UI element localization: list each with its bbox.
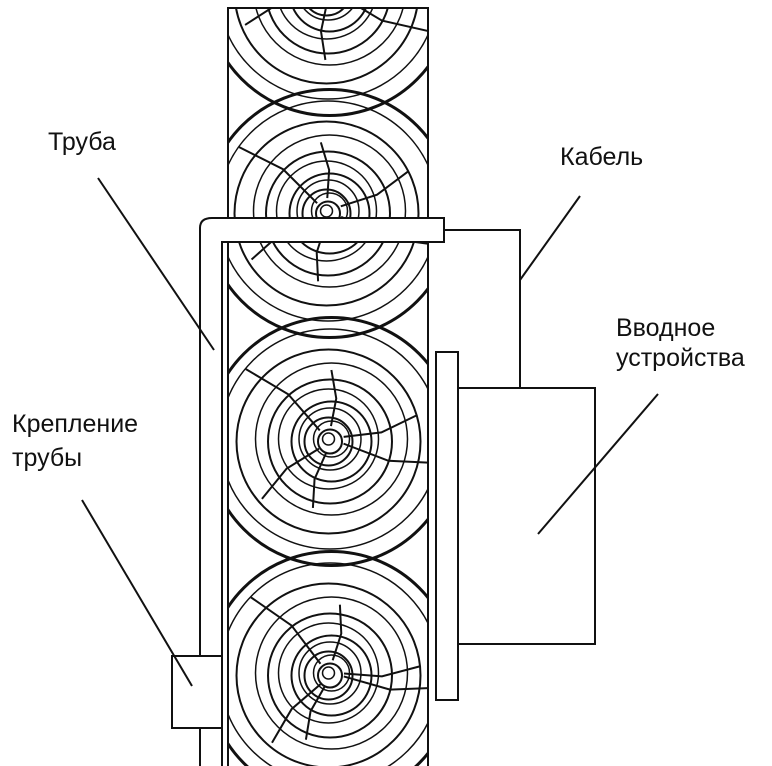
log-crack: [304, 686, 326, 740]
log-crack: [271, 683, 322, 744]
tree-ring: [267, 8, 389, 55]
tree-ring: [307, 8, 346, 17]
tree-ring: [228, 562, 428, 766]
log-crack: [343, 442, 428, 464]
tree-ring: [228, 88, 428, 339]
tree-ring: [298, 407, 362, 471]
tree-ring: [303, 650, 354, 701]
tree-ring: [235, 348, 422, 535]
log-crack: [311, 452, 327, 508]
cable-label: Кабель: [560, 143, 643, 171]
tree-ring: [321, 432, 336, 446]
tree-ring: [316, 0, 340, 4]
log-crack: [261, 447, 320, 500]
log-crack: [319, 8, 327, 61]
input-device-label-line2: устройства: [616, 344, 745, 372]
pipe-mount-label-line2: трубы: [12, 444, 82, 472]
tree-ring: [234, 8, 419, 85]
tree-ring: [235, 582, 422, 766]
cable-leader-line: [519, 195, 581, 281]
log-crack: [331, 604, 343, 661]
input-device-leader-line: [537, 393, 659, 535]
tree-ring: [319, 204, 334, 218]
tree-ring: [228, 550, 428, 766]
log-cross-section: [228, 0, 428, 117]
log-crack: [244, 8, 274, 26]
log-wall: [227, 0, 429, 766]
log-crack: [358, 8, 428, 33]
pipe-mount-label-line1: Крепление: [12, 410, 138, 438]
log-crack: [329, 369, 338, 427]
tree-ring: [302, 8, 354, 21]
log-crack: [238, 146, 318, 204]
wall-outline: [227, 7, 429, 766]
tree-ring: [303, 416, 354, 467]
tree-ring: [291, 8, 368, 33]
tree-ring: [312, 0, 348, 7]
log-crack: [250, 596, 322, 665]
tree-ring: [317, 428, 343, 455]
tree-ring: [254, 596, 409, 750]
tree-ring: [298, 641, 362, 705]
tree-ring: [267, 612, 393, 739]
tree-ring: [290, 400, 373, 483]
tree-ring: [228, 60, 428, 117]
pipe-mount-leader-line: [81, 499, 193, 687]
tree-ring: [254, 362, 409, 516]
tree-ring: [265, 150, 391, 277]
log-crack: [343, 414, 418, 438]
cable: [444, 229, 521, 388]
log-crack: [340, 170, 409, 208]
log-crack: [343, 665, 420, 678]
tree-ring: [233, 120, 420, 307]
input-device-plate: [435, 351, 459, 701]
tree-ring: [228, 32, 428, 100]
log-crack: [245, 368, 321, 432]
pipe-label: Труба: [48, 128, 116, 156]
pipe-leader-line: [97, 177, 215, 351]
input-device-label-line1: Вводное: [616, 314, 715, 342]
log-cross-section: [228, 316, 428, 567]
log-cross-section: [228, 88, 428, 339]
log-crack: [343, 675, 428, 691]
tree-ring: [279, 8, 374, 40]
tree-ring: [252, 134, 407, 288]
log-cross-section: [228, 550, 428, 766]
log-crack: [319, 142, 331, 199]
tree-ring: [277, 388, 380, 490]
tree-ring: [267, 378, 393, 505]
tree-ring: [255, 8, 404, 66]
tree-ring: [228, 316, 428, 567]
tree-ring: [321, 666, 336, 680]
tree-ring: [228, 328, 428, 550]
tree-ring: [275, 160, 378, 262]
tree-ring: [317, 662, 343, 689]
tree-ring: [277, 622, 380, 724]
input-device-box: [457, 387, 596, 645]
tree-ring: [228, 100, 428, 322]
